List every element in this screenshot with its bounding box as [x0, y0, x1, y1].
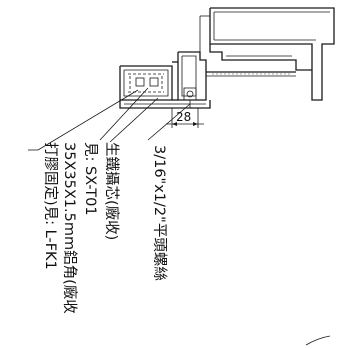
glue-note: 打膠固定)見: L-FK1: [42, 142, 58, 270]
dimension-label: 28: [176, 110, 192, 124]
upper-frame-profile: [199, 7, 335, 101]
leader-lines: [28, 87, 191, 151]
dimension-28: [166, 108, 204, 128]
angle-note: 35X35X1.5mm鋁角(廠收: [61, 142, 77, 314]
casting-note: 生鐵攝芯(廠收): [103, 142, 119, 241]
pencil-mark: [305, 335, 331, 346]
angle-ref-note: 見: SX-T01: [82, 142, 98, 216]
screw-note: 3/16"x1/2"平頭螺絲: [151, 145, 167, 281]
lower-frame-profile: [119, 61, 178, 101]
sill-profile: [119, 87, 211, 109]
